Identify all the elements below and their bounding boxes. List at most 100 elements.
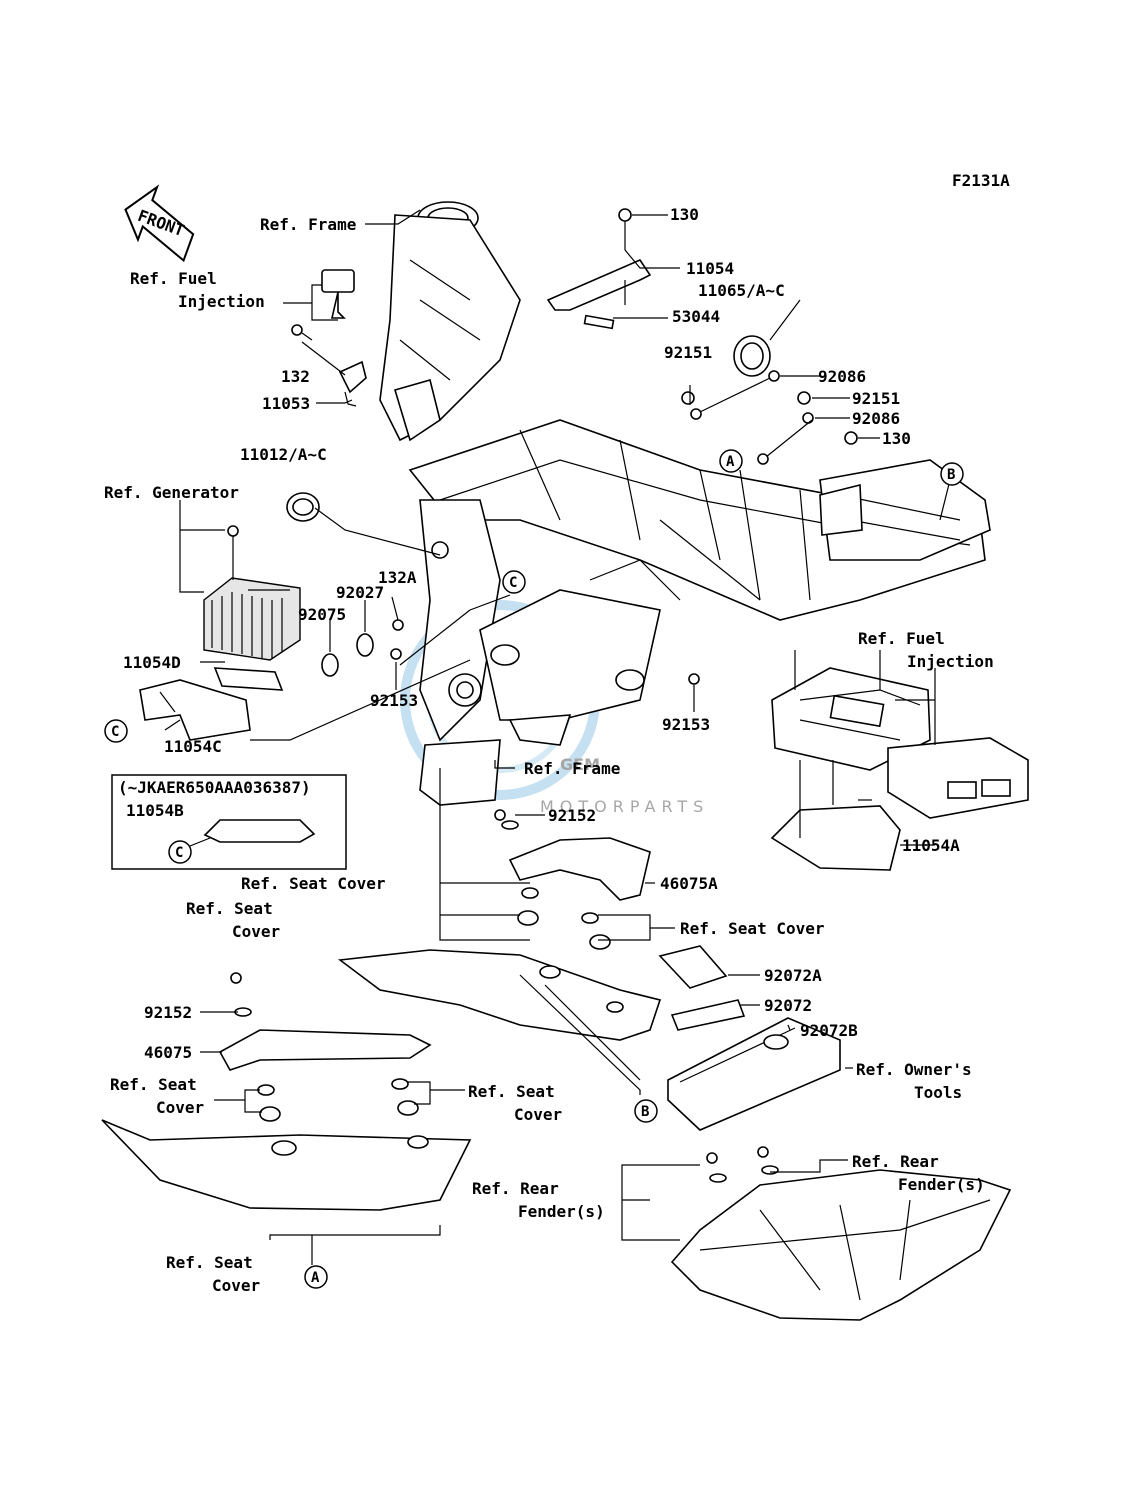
label-46075: 46075 xyxy=(144,1043,192,1062)
label-92152-b: 92152 xyxy=(144,1003,192,1022)
side-cover-right xyxy=(337,949,662,1041)
label-ref-seat-cover-5b: Cover xyxy=(514,1105,562,1124)
svg-text:C: C xyxy=(509,575,517,591)
label-ref-rear-fender-2a: Ref. Rear xyxy=(472,1179,559,1198)
diagram-code: F2131A xyxy=(952,171,1010,190)
label-ref-fuel-inj-1a: Ref. Fuel xyxy=(130,269,217,288)
label-box-note: (~JKAER650AAA036387) xyxy=(118,778,311,797)
label-92027: 92027 xyxy=(336,583,384,602)
label-ref-owners-tools-a: Ref. Owner's xyxy=(856,1060,972,1079)
svg-text:B: B xyxy=(641,1104,649,1120)
rear-fender xyxy=(670,1146,1012,1321)
strap-92072 xyxy=(670,999,746,1031)
svg-text:C: C xyxy=(111,724,119,740)
label-ref-seat-cover-2: Ref. Seat Cover xyxy=(680,919,825,938)
label-11054C: 11054C xyxy=(164,737,222,756)
grab-rail-46075 xyxy=(218,972,432,1122)
label-ref-owners-tools-b: Tools xyxy=(914,1083,962,1102)
bolt-132A-icon xyxy=(392,619,404,631)
ref-circle-c-frame: C xyxy=(502,570,526,594)
label-ref-seat-cover-5a: Ref. Seat xyxy=(468,1082,555,1101)
label-92153-b: 92153 xyxy=(662,715,710,734)
collar-92027 xyxy=(356,633,374,657)
circle-refs: A B C C C B A xyxy=(104,449,964,1289)
label-ref-seat-cover-4b: Cover xyxy=(156,1098,204,1117)
label-ref-fuel-inj-2b: Injection xyxy=(907,652,994,671)
label-53044: 53044 xyxy=(672,307,720,326)
leader-lines xyxy=(164,209,951,1265)
svg-text:B: B xyxy=(947,467,955,483)
label-11054B: 11054B xyxy=(126,801,184,820)
label-11012: 11012/A~C xyxy=(240,445,327,464)
svg-text:A: A xyxy=(726,454,735,470)
front-arrow-icon: FRONT xyxy=(124,184,195,263)
bracket-11053 xyxy=(338,360,367,407)
label-92086-b: 92086 xyxy=(852,409,900,428)
label-ref-rear-fender-1a: Ref. Rear xyxy=(852,1152,939,1171)
ref-circle-c-bracket: C xyxy=(104,719,128,743)
label-ref-seat-cover-3a: Ref. Seat xyxy=(186,899,273,918)
part-labels: Ref. Frame Ref. Fuel Injection 130 11054… xyxy=(104,205,994,1295)
side-cover-left xyxy=(101,1119,472,1211)
bolt-92153-a-icon xyxy=(390,648,402,660)
label-132A: 132A xyxy=(378,568,417,587)
ecu-connector xyxy=(887,737,1029,819)
label-92072B: 92072B xyxy=(800,1021,858,1040)
label-92152-a: 92152 xyxy=(548,806,596,825)
svg-text:C: C xyxy=(175,845,183,861)
variant-box xyxy=(111,774,347,870)
watermark-sub: MOTORPARTS xyxy=(540,797,709,816)
bracket-11054C xyxy=(139,679,251,741)
svg-text:A: A xyxy=(311,1270,320,1286)
label-ref-fuel-inj-1b: Injection xyxy=(178,292,265,311)
ground-lead-92086-b xyxy=(757,391,858,465)
ref-circle-a-bottom: A xyxy=(304,1265,328,1289)
bolt-92153-b-icon xyxy=(688,673,700,685)
label-ref-rear-fender-2b: Fender(s) xyxy=(518,1202,605,1221)
label-ref-seat-cover-4a: Ref. Seat xyxy=(110,1075,197,1094)
label-130-b: 130 xyxy=(882,429,911,448)
strap-92072A xyxy=(658,945,728,989)
collar-92075 xyxy=(321,653,339,677)
label-92075: 92075 xyxy=(298,605,346,624)
label-ref-seat-cover-1: Ref. Seat Cover xyxy=(241,874,386,893)
label-92072: 92072 xyxy=(764,996,812,1015)
ref-circle-c-box: C xyxy=(168,840,192,864)
ground-lead-92086-a xyxy=(681,370,780,420)
spacer-53044 xyxy=(583,314,615,330)
grommet-11012 xyxy=(286,492,320,522)
label-ref-frame-top: Ref. Frame xyxy=(260,215,356,234)
label-ref-fuel-inj-2a: Ref. Fuel xyxy=(858,629,945,648)
label-ref-generator: Ref. Generator xyxy=(104,483,239,502)
label-11054D: 11054D xyxy=(123,653,181,672)
label-92153-a: 92153 xyxy=(370,691,418,710)
fuel-injection-sensor xyxy=(321,269,355,319)
frame-assembly xyxy=(379,201,991,806)
ref-circle-b-bottom: B xyxy=(634,1099,658,1123)
ref-circle-a-top: A xyxy=(719,449,743,473)
label-132: 132 xyxy=(281,367,310,386)
ref-circle-b-top: B xyxy=(940,462,964,486)
bracket-11054 xyxy=(546,208,652,311)
label-ref-rear-fender-1b: Fender(s) xyxy=(898,1175,985,1194)
label-ref-seat-cover-3b: Cover xyxy=(232,922,280,941)
label-130-top: 130 xyxy=(670,205,699,224)
label-92086-a: 92086 xyxy=(818,367,866,386)
label-92151-a: 92151 xyxy=(664,343,712,362)
label-ref-seat-cover-6a: Ref. Seat xyxy=(166,1253,253,1272)
label-ref-frame-mid: Ref. Frame xyxy=(524,759,620,778)
grab-rail-46075A xyxy=(494,809,651,950)
watermark-brand: GEM xyxy=(560,755,600,774)
label-11054A: 11054A xyxy=(902,836,960,855)
regulator-rectifier xyxy=(203,525,301,691)
label-11053: 11053 xyxy=(262,394,310,413)
grommet-11065 xyxy=(733,335,771,377)
bolt-132-icon xyxy=(291,324,313,341)
label-46075A: 46075A xyxy=(660,874,718,893)
label-11054: 11054 xyxy=(686,259,734,278)
label-92072A: 92072A xyxy=(764,966,822,985)
label-ref-seat-cover-6b: Cover xyxy=(212,1276,260,1295)
tool-kit-92072B xyxy=(667,1017,841,1131)
